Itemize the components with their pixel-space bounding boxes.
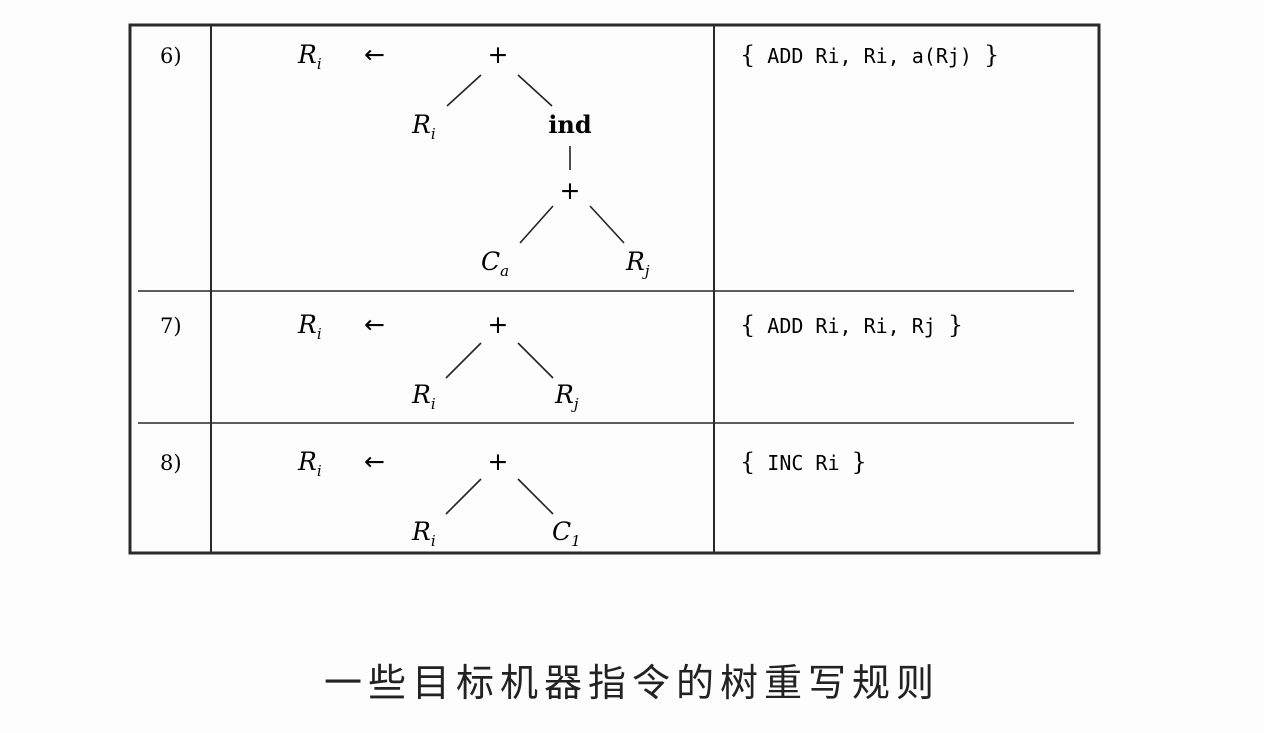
figure-caption: 一些目标机器指令的树重写规则	[323, 661, 940, 705]
replacement-register: Ri	[297, 310, 322, 343]
left-arrow: ←	[364, 40, 385, 69]
tree-left-register: Ri	[411, 110, 436, 143]
tree-edge	[517, 74, 553, 107]
tree-constant: C1	[552, 517, 581, 550]
tree-edge	[445, 342, 482, 379]
left-arrow: ←	[364, 447, 385, 476]
tree-edge	[445, 478, 482, 515]
tree-edge	[517, 342, 554, 379]
tree-ind-node: ind	[548, 110, 592, 139]
tree-edge	[446, 74, 482, 107]
rule-number: 6)	[160, 44, 182, 68]
tree-edge	[589, 205, 625, 244]
tree-root-operator: +	[488, 310, 509, 339]
replacement-register: Ri	[297, 447, 322, 480]
tree-right-register: Rj	[554, 380, 579, 413]
tree-inner-operator: +	[560, 176, 581, 205]
tree-root-operator: +	[488, 447, 509, 476]
rule-number: 8)	[160, 451, 182, 475]
tree-edge	[519, 205, 554, 244]
tree-right-register: Rj	[625, 247, 650, 280]
rule-number: 7)	[160, 314, 182, 338]
tree-left-register: Ri	[411, 517, 436, 550]
tree-edge	[517, 478, 554, 515]
tree-root-operator: +	[488, 40, 509, 69]
tree-constant: Ca	[481, 247, 509, 280]
table-border	[128, 23, 1101, 555]
left-arrow: ←	[364, 310, 385, 339]
replacement-register: Ri	[297, 40, 322, 73]
tree-left-register: Ri	[411, 380, 436, 413]
